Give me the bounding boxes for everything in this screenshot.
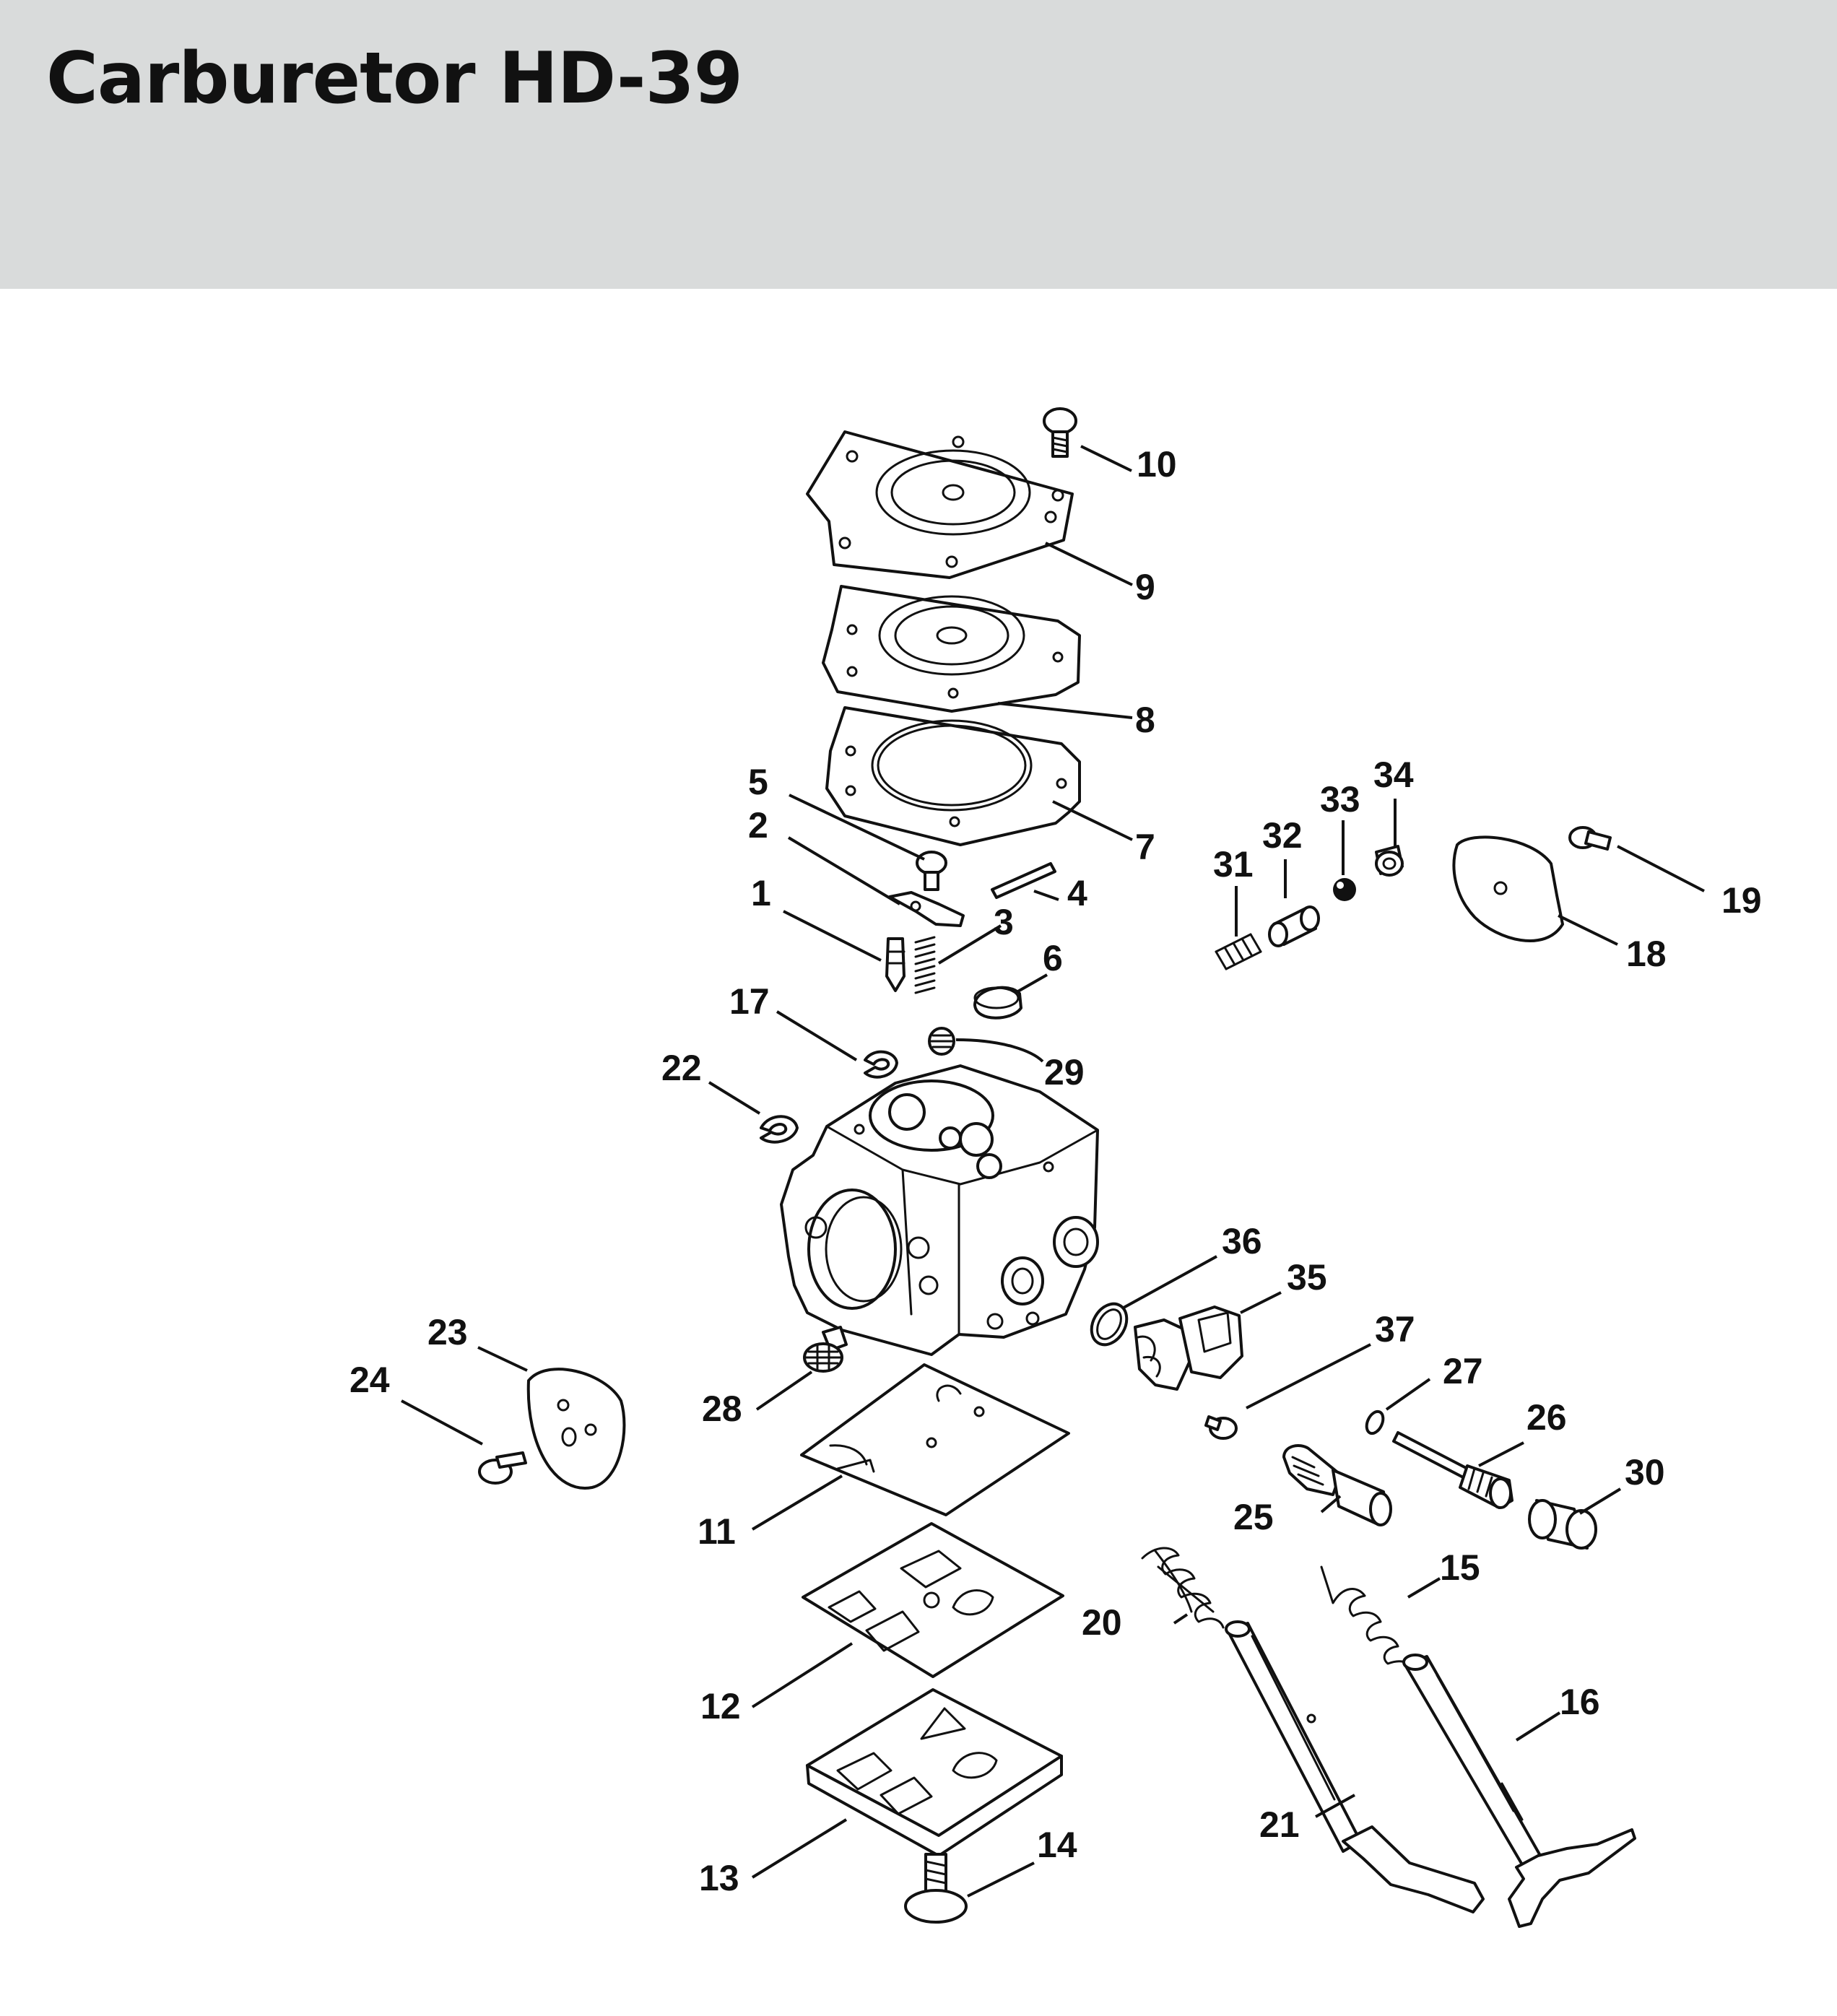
callout-17: 17 — [729, 981, 770, 1022]
callout-24: 24 — [349, 1360, 390, 1400]
callout-12: 12 — [700, 1686, 741, 1726]
part-32-sleeve — [1268, 905, 1320, 947]
part-21-throttle-shaft — [1225, 1620, 1485, 1913]
callout-19: 19 — [1721, 880, 1762, 921]
part-12-diaphragm — [802, 1522, 1064, 1678]
part-28-screen — [803, 1342, 843, 1373]
part-35-fitting — [1134, 1305, 1243, 1391]
callout-16: 16 — [1560, 1682, 1600, 1722]
part-1-inlet-needle — [885, 937, 906, 992]
callout-14: 14 — [1037, 1825, 1077, 1865]
part-36-o-ring — [1090, 1302, 1129, 1347]
part-22-clip — [760, 1115, 799, 1144]
part-7-gasket — [825, 706, 1081, 846]
part-14-screw — [904, 1853, 968, 1924]
part-11-gasket — [800, 1363, 1070, 1516]
callout-33: 33 — [1320, 779, 1360, 820]
part-31-spring — [1215, 933, 1262, 970]
header-band: Carburetor HD-39 — [0, 0, 1837, 289]
callout-8: 8 — [1135, 700, 1155, 740]
part-3-spring — [914, 936, 936, 994]
part-29-screen — [928, 1027, 955, 1056]
callout-3: 3 — [994, 902, 1014, 942]
callout-18: 18 — [1626, 934, 1667, 974]
carburetor-body — [780, 1064, 1099, 1356]
callout-34: 34 — [1373, 755, 1414, 795]
part-30-sleeve — [1528, 1499, 1597, 1550]
callout-6: 6 — [1043, 938, 1063, 978]
part-10-screw — [1043, 407, 1077, 458]
callout-37: 37 — [1375, 1309, 1415, 1350]
part-19-screw — [1568, 826, 1612, 851]
part-6-plug — [973, 986, 1022, 1020]
part-25-nozzle — [1282, 1444, 1392, 1526]
callout-2: 2 — [748, 805, 768, 846]
callout-29: 29 — [1044, 1052, 1085, 1092]
callout-32: 32 — [1262, 815, 1303, 856]
part-26-needle — [1392, 1431, 1514, 1509]
page-title: Carburetor HD-39 — [46, 38, 743, 120]
callout-28: 28 — [702, 1389, 742, 1429]
part-24-screw — [478, 1451, 527, 1485]
part-16-choke-shaft — [1402, 1654, 1636, 1928]
part-37-screw — [1204, 1415, 1238, 1440]
callout-1: 1 — [751, 873, 771, 913]
callout-5: 5 — [748, 762, 768, 802]
part-4-pin — [991, 862, 1056, 899]
callout-10: 10 — [1137, 444, 1177, 485]
part-17-clip — [864, 1050, 898, 1079]
callout-20: 20 — [1082, 1602, 1122, 1643]
part-27-o-ring — [1365, 1409, 1385, 1435]
part-8-pump-diaphragm — [822, 585, 1081, 713]
callout-9: 9 — [1135, 567, 1155, 607]
part-2-lever — [888, 891, 965, 927]
callout-11: 11 — [698, 1511, 736, 1552]
callout-13: 13 — [699, 1858, 739, 1898]
part-5-screw — [916, 851, 947, 891]
callout-7: 7 — [1135, 827, 1155, 867]
callout-26: 26 — [1527, 1397, 1567, 1438]
part-33-ball — [1333, 878, 1356, 901]
callout-23: 23 — [427, 1312, 468, 1352]
callout-21: 21 — [1259, 1804, 1300, 1845]
leader-lines — [401, 445, 1705, 1898]
part-9-pump-cover — [806, 430, 1074, 579]
part-34-seat — [1375, 845, 1404, 877]
callout-35: 35 — [1287, 1257, 1327, 1298]
callout-27: 27 — [1443, 1351, 1483, 1391]
callout-22: 22 — [661, 1048, 702, 1088]
part-20-spring — [1141, 1547, 1225, 1629]
part-18-choke-plate — [1452, 835, 1564, 942]
callout-4: 4 — [1067, 873, 1087, 913]
callout-31: 31 — [1213, 844, 1254, 885]
part-13-cover — [806, 1688, 1063, 1857]
part-23-plate — [526, 1368, 626, 1490]
callout-30: 30 — [1625, 1452, 1665, 1493]
callout-15: 15 — [1440, 1547, 1480, 1588]
callout-36: 36 — [1222, 1221, 1262, 1261]
callout-numbers: 10 9 8 7 5 2 1 3 4 6 17 22 29 36 35 37 2… — [349, 444, 1762, 1898]
callout-25: 25 — [1233, 1497, 1274, 1537]
